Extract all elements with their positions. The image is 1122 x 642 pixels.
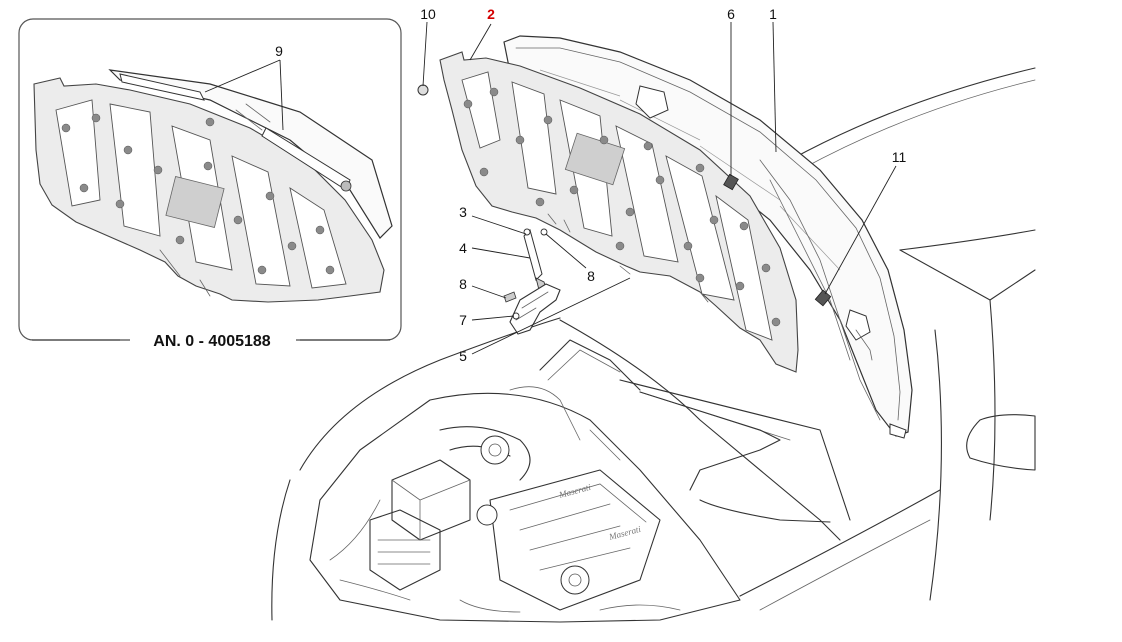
leader-5 (471, 277, 631, 355)
callout-numbers: 10 2 6 1 11 3 4 8 8 7 5 (420, 6, 906, 364)
leader-3 (471, 215, 527, 235)
leader-2 (469, 23, 492, 61)
leader-8b (545, 233, 587, 269)
plug-part-10 (417, 84, 429, 96)
inset-label: AN. 0 - 4005188 (153, 333, 271, 350)
callout-8-right: 8 (587, 268, 595, 284)
callout-2: 2 (487, 6, 495, 22)
bumper-part-6 (723, 173, 739, 191)
svg-text:Maserati: Maserati (557, 482, 592, 500)
leader-9b (279, 59, 284, 131)
inset-insulation-panel (33, 69, 393, 303)
callout-1: 1 (769, 6, 777, 22)
callout-11: 11 (892, 149, 907, 165)
bumper-part-11 (814, 289, 832, 307)
hood-insulation-panel (439, 51, 799, 373)
leader-1 (772, 21, 777, 153)
car-body (271, 67, 1036, 621)
callout-8: 8 (459, 276, 467, 292)
callout-6: 6 (727, 6, 735, 22)
callout-9: 9 (275, 43, 283, 59)
leader-11 (824, 165, 897, 295)
leader-lines (422, 21, 897, 355)
leader-8a (471, 285, 507, 299)
leader-7 (471, 315, 515, 321)
callout-3: 3 (459, 204, 467, 220)
engine-bay: Maserati Maserati (309, 339, 741, 623)
callout-7: 7 (459, 312, 467, 328)
leader-9a (204, 59, 281, 93)
callout-10: 10 (420, 6, 436, 22)
inset-view: 9 AN. 0 - 4005188 (18, 18, 402, 350)
callout-5: 5 (459, 348, 467, 364)
leader-10 (422, 21, 428, 87)
hood-strut-assembly (503, 228, 561, 335)
svg-text:Maserati: Maserati (607, 524, 642, 542)
callout-4: 4 (459, 240, 467, 256)
small-parts (417, 84, 832, 307)
leader-4 (471, 247, 531, 259)
